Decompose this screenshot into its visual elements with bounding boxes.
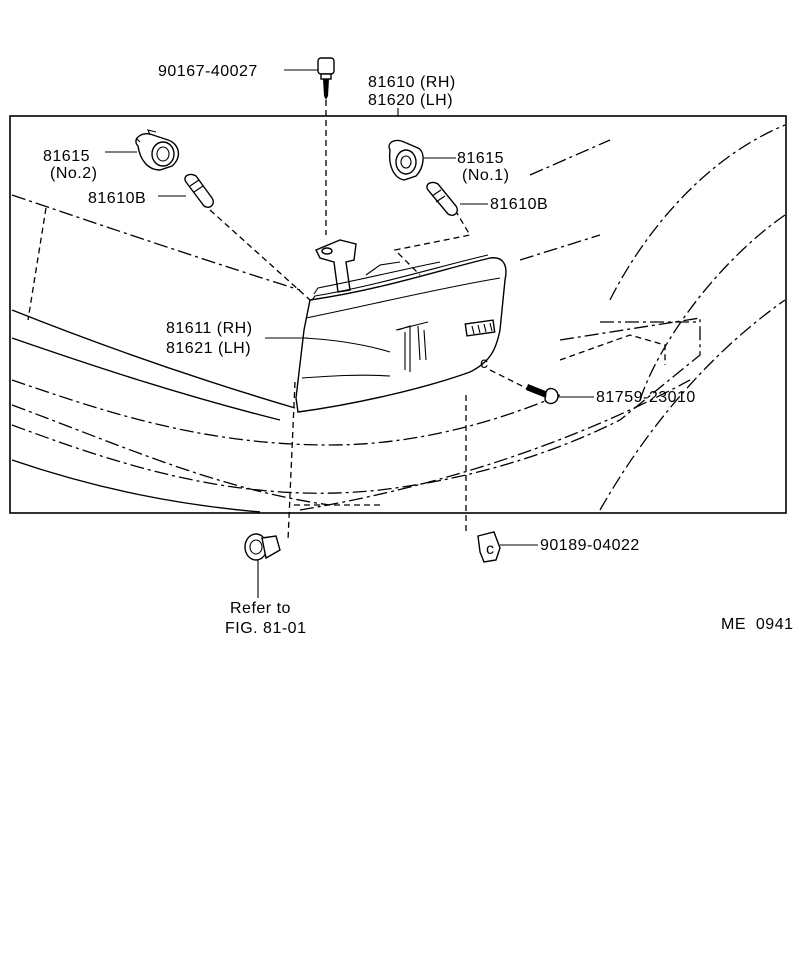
label-socket-left-no: (No.2) (50, 165, 97, 182)
socket-left-icon (135, 129, 179, 171)
label-socket-right: 81615 (457, 150, 504, 167)
label-bulb-right: 81610B (490, 196, 548, 213)
screw-top-icon (317, 57, 335, 100)
bulb-right-icon (426, 181, 458, 216)
label-diagram-code: ME 0941 (721, 616, 793, 633)
label-lens-lh: 81621 (LH) (166, 340, 251, 357)
bulb-left-icon (184, 173, 214, 208)
label-screw-right: 81759-23010 (596, 389, 696, 406)
label-lens-rh: 81611 (RH) (166, 320, 253, 337)
label-socket-right-no: (No.1) (462, 167, 509, 184)
grommet-clip-icon (244, 533, 281, 561)
label-clip-nut: 90189-04022 (540, 537, 640, 554)
side-turn-lamp-icon: c (295, 239, 507, 413)
svg-text:c: c (486, 541, 495, 558)
socket-right-icon (388, 139, 424, 181)
label-screw-top: 90167-40027 (158, 63, 258, 80)
label-socket-left: 81615 (43, 148, 90, 165)
label-refer-line1: Refer to (230, 600, 291, 617)
svg-text:c: c (480, 355, 489, 372)
vehicle-body-outline (11, 124, 786, 513)
label-bulb-left: 81610B (88, 190, 146, 207)
screw-right-icon (526, 384, 559, 405)
clip-nut-icon: c (477, 531, 501, 563)
label-refer-line2: FIG. 81-01 (225, 620, 306, 637)
leader-lines (209, 100, 531, 541)
label-assy-rh: 81610 (RH) (368, 74, 456, 91)
label-assy-lh: 81620 (LH) (368, 92, 453, 109)
